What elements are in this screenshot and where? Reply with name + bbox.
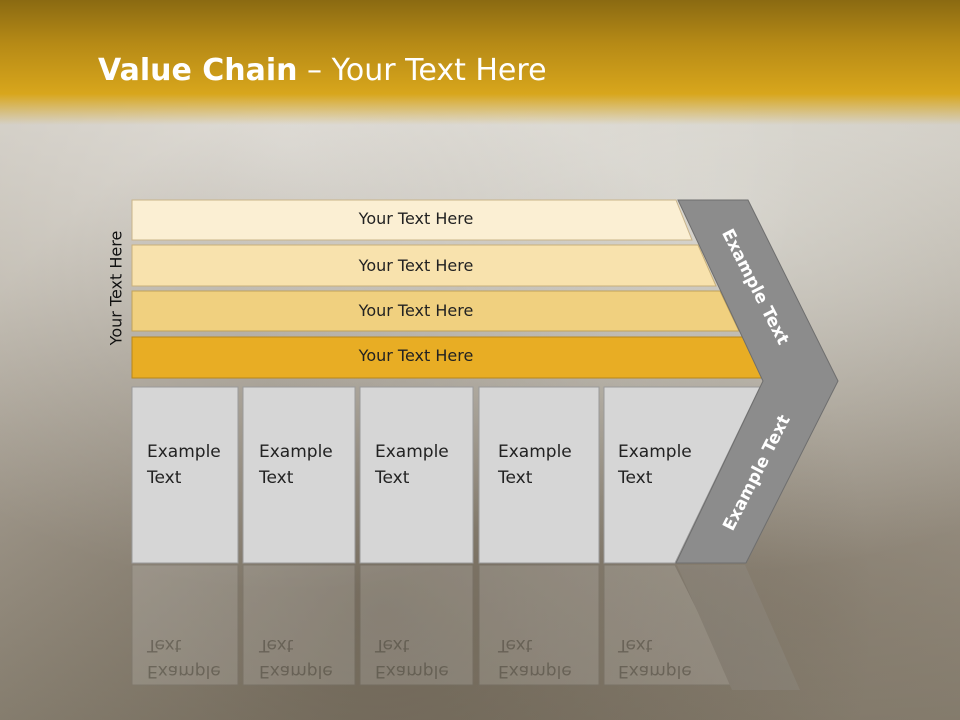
boxes-reflection	[131, 564, 800, 690]
box-5	[603, 386, 761, 564]
title-bold: Value Chain	[98, 53, 298, 88]
chevron-arrow	[675, 199, 839, 564]
box-3	[359, 386, 474, 564]
bar-2-label: Your Text Here	[358, 256, 474, 275]
title-rest: – Your Text Here	[297, 53, 547, 88]
bar-1-label: Your Text Here	[358, 209, 474, 228]
slide-title: Value Chain – Your Text Here	[98, 53, 547, 88]
box-4	[478, 386, 600, 564]
bar-1	[131, 199, 693, 241]
box-1	[131, 386, 239, 564]
bar-2	[131, 244, 717, 287]
bar-4-label: Your Text Here	[358, 346, 474, 365]
box-2	[242, 386, 356, 564]
title-banner	[0, 0, 960, 125]
bar-3-label: Your Text Here	[358, 301, 474, 320]
